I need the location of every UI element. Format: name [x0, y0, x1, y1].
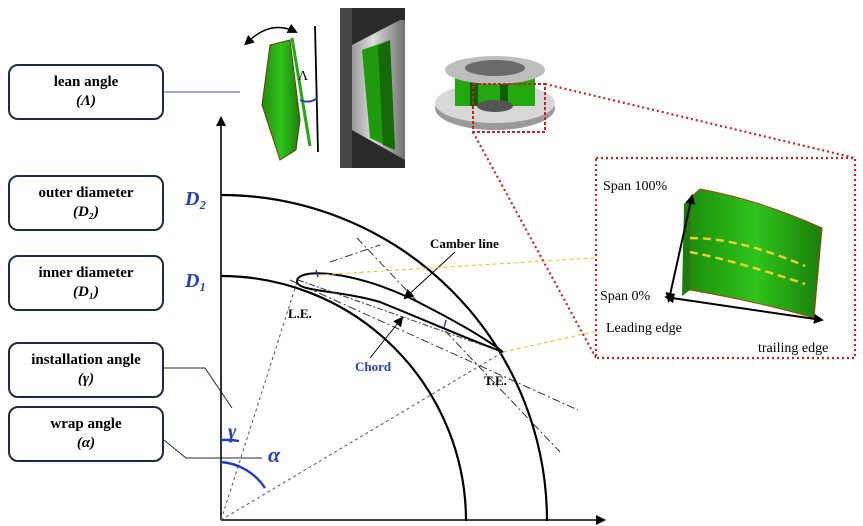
lean-symbol: Λ: [298, 69, 309, 84]
lean-blade-illustration: Λ: [244, 23, 319, 161]
impeller-hub-hole: [477, 100, 513, 112]
impeller-highlight-box: [472, 83, 546, 133]
te-label: T.E.: [484, 373, 507, 388]
span-top-label: Span 100%: [603, 179, 668, 194]
lean-angle-box: lean angle (Λ): [8, 64, 164, 120]
lean-reference-line: [314, 25, 319, 153]
installation-angle-name: installation angle: [31, 352, 141, 369]
blade-profile: [296, 272, 504, 353]
lean-blade-shape: [261, 39, 301, 161]
wrap-angle-box: wrap angle (α): [8, 406, 164, 462]
trailing-edge-label: trailing edge: [758, 341, 828, 356]
camber-line-label: Camber line: [430, 236, 499, 251]
te-angle-tick: [443, 319, 447, 329]
alpha-connector: [163, 439, 262, 459]
lean-blade-edge: [290, 37, 312, 147]
alpha-label: α: [268, 442, 281, 467]
inset-camber-lower: [689, 250, 806, 286]
alpha-arc: [220, 460, 267, 489]
section-blade-shadow: [378, 40, 395, 150]
le-radial-line: [220, 281, 298, 521]
section-shroud: [340, 8, 352, 168]
chord-line: [297, 279, 503, 353]
impeller-blade-gap-2: [500, 72, 508, 106]
outer-diameter-symbol: (D₂): [72, 204, 100, 220]
le-tangent: [329, 244, 381, 263]
tangent-line: [356, 237, 561, 453]
impeller-3d: [435, 56, 555, 133]
impeller-eye: [465, 60, 525, 76]
lean-angle-symbol: (Λ): [76, 93, 96, 109]
inner-diameter-box: inner diameter (D₁): [8, 255, 164, 311]
wrap-angle-symbol: (α): [76, 435, 96, 451]
inner-diameter-symbol: (D₁): [72, 284, 100, 300]
chord-pointer: [369, 316, 404, 359]
span-bottom-label: Span 0%: [600, 289, 651, 304]
le-label: L.E.: [288, 306, 312, 321]
zoom-line-top: [544, 82, 856, 160]
lean-angle-arc: [299, 97, 318, 103]
lean-rotation-arrow: [244, 23, 298, 46]
outer-circle-arc: [220, 193, 549, 522]
chord-label: Chord: [355, 359, 392, 374]
span-arrow: [665, 194, 696, 303]
installation-angle-box: installation angle (γ): [8, 342, 164, 398]
te-radial-line: [220, 351, 504, 521]
le-angle-tick: [315, 269, 319, 278]
leading-edge-label: Leading edge: [606, 321, 682, 336]
gamma-connector: [164, 367, 233, 409]
camber-pointer: [403, 251, 456, 300]
inner-circle-arc: [220, 274, 468, 522]
outer-diameter-name: outer diameter: [38, 185, 134, 202]
outer-diameter-box: outer diameter (D₂): [8, 175, 164, 231]
chord-arrow: [664, 293, 824, 324]
impeller-section: [340, 8, 405, 168]
d1-label: D₁: [184, 270, 206, 292]
inset-camber-upper: [689, 236, 806, 268]
installation-angle-symbol: (γ): [77, 371, 95, 387]
chord-extension: [289, 279, 579, 411]
inner-diameter-name: inner diameter: [38, 265, 134, 282]
wrap-angle-name: wrap angle: [50, 416, 122, 433]
gamma-label: γ: [228, 421, 237, 443]
d2-label: D₂: [184, 188, 206, 210]
gamma-arc: [220, 438, 240, 443]
lean-angle-name: lean angle: [53, 74, 119, 91]
